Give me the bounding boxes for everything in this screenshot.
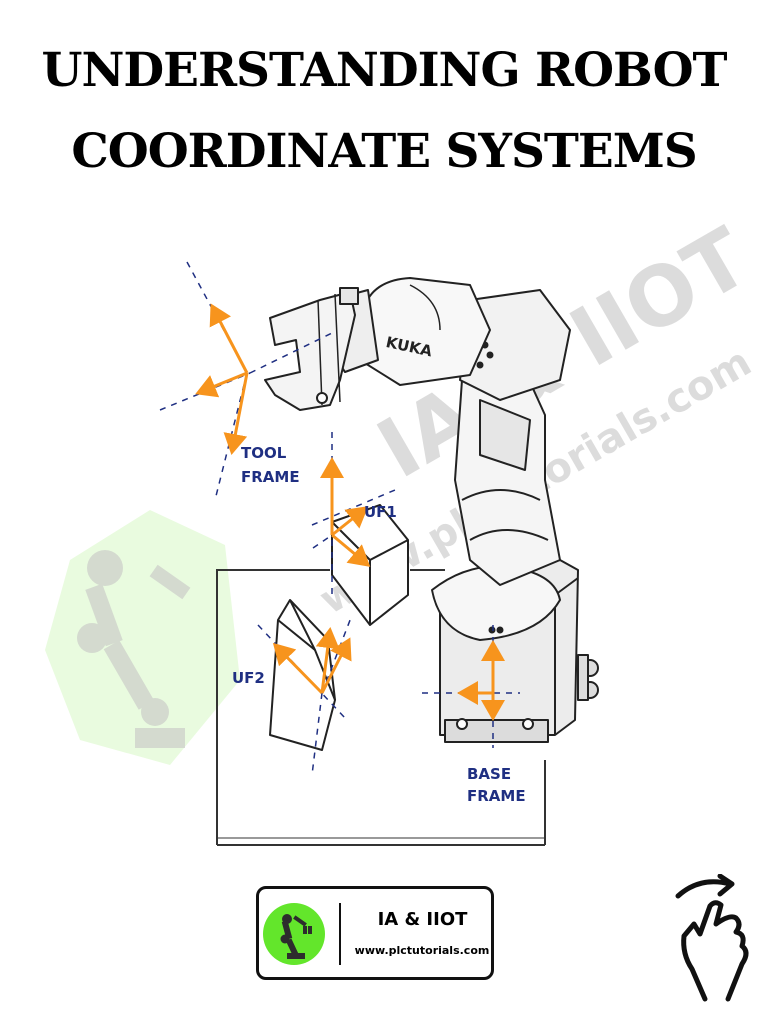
uf2-label: UF2 bbox=[232, 669, 265, 687]
tool-frame-label-line-2: FRAME bbox=[241, 468, 300, 486]
swipe-hand-icon[interactable] bbox=[670, 874, 760, 1004]
uf1-label: UF1 bbox=[364, 503, 397, 521]
base-frame-label-line-2: FRAME bbox=[467, 787, 526, 805]
tool-frame-axes bbox=[159, 261, 333, 501]
watermark-logo-icon bbox=[45, 510, 240, 765]
tool-frame-label-line-1: TOOL bbox=[241, 444, 287, 462]
work-table bbox=[216, 569, 546, 846]
brand-logo-card[interactable]: IA & IIOT www.plctutorials.com bbox=[256, 886, 494, 980]
uf1-frame-axes bbox=[311, 432, 396, 600]
logo-divider bbox=[339, 903, 341, 965]
robot-arm-icon bbox=[263, 903, 325, 965]
uf2-frame-axes bbox=[257, 614, 353, 776]
page-title-line-2: COORDINATE SYSTEMS bbox=[71, 124, 697, 179]
brand-name: IA & IIOT bbox=[377, 909, 468, 930]
base-frame-label-line-1: BASE bbox=[467, 765, 511, 783]
base-frame-axes bbox=[422, 625, 520, 748]
brand-url: www.plctutorials.com bbox=[354, 944, 490, 957]
page-title-line-1: UNDERSTANDING ROBOT bbox=[41, 43, 727, 98]
